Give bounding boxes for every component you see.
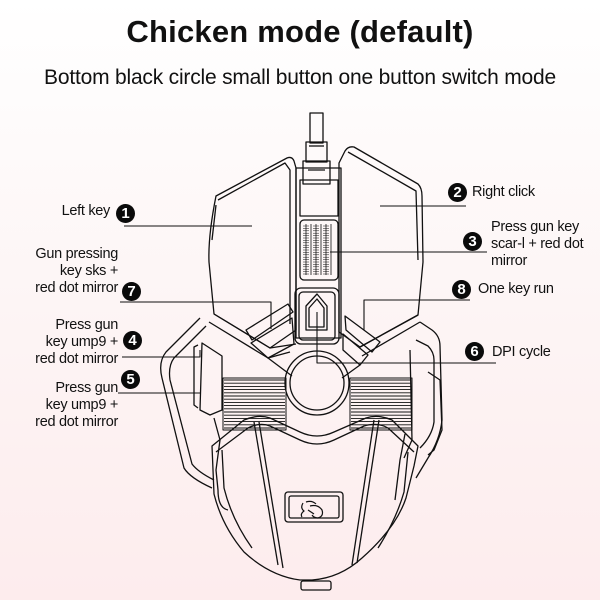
right-vent (351, 379, 411, 429)
center-column (295, 167, 342, 339)
cable (302, 112, 331, 185)
callout-label-7-line-1: Gun pressing (35, 246, 118, 262)
callout-badge-7: 7 (122, 282, 141, 301)
callout-label-4-line-2: key ump9 + (45, 334, 119, 350)
callout-label-4-line-3: red dot mirror (35, 351, 118, 367)
button-7 (245, 303, 294, 341)
callout-label-5: Press gun key ump9 + red dot mirror (10, 380, 118, 431)
callout-badge-4: 4 (123, 331, 142, 350)
callout-label-5-line-2: key ump9 + (45, 397, 119, 413)
callout-badge-6: 6 (465, 342, 484, 361)
button-8 (344, 315, 381, 353)
callout-label-3-line-3: mirror (491, 253, 528, 269)
callout-label-7: Gun pressing key sks + red dot mirror (10, 246, 118, 297)
leader-4 (122, 350, 201, 358)
leader-lines (118, 205, 496, 394)
leader-7 (120, 301, 272, 329)
leader-6 (316, 312, 496, 364)
callout-label-8: One key run (478, 281, 554, 297)
callout-label-3-line-2: scar-l + red dot (491, 236, 584, 252)
arrow-up-icon (305, 293, 328, 331)
callout-label-6: DPI cycle (492, 344, 551, 360)
left-side-wing (160, 317, 229, 511)
callout-badge-5: 5 (121, 370, 140, 389)
page-title: Chicken mode (default) (126, 14, 474, 49)
callout-label-1: Left key (61, 203, 111, 219)
callout-label-4-line-1: Press gun (55, 317, 118, 333)
leader-8 (363, 299, 470, 330)
right-side-wing (394, 321, 443, 501)
callout-label-3: Press gun key scar-l + red dot mirror (491, 219, 584, 270)
callout-label-4: Press gun key ump9 + red dot mirror (10, 317, 118, 368)
callout-badge-2: 2 (448, 183, 467, 202)
callout-label-5-line-3: red dot mirror (35, 414, 118, 430)
callout-badge-1: 1 (116, 204, 135, 223)
callout-badge-3: 3 (463, 232, 482, 251)
callout-label-7-line-2: key sks + (59, 263, 118, 279)
callout-label-7-line-3: red dot mirror (35, 280, 118, 296)
right-button-shell (338, 146, 424, 348)
chicken-logo-icon (284, 491, 344, 523)
page-subtitle: Bottom black circle small button one but… (44, 66, 556, 89)
palm-rest (211, 415, 419, 591)
callout-badge-8: 8 (452, 280, 471, 299)
callout-label-5-line-1: Press gun (55, 380, 118, 396)
callout-label-3-line-1: Press gun key (491, 219, 579, 235)
callout-label-2: Right click (472, 184, 535, 200)
left-button-shell (208, 156, 297, 349)
